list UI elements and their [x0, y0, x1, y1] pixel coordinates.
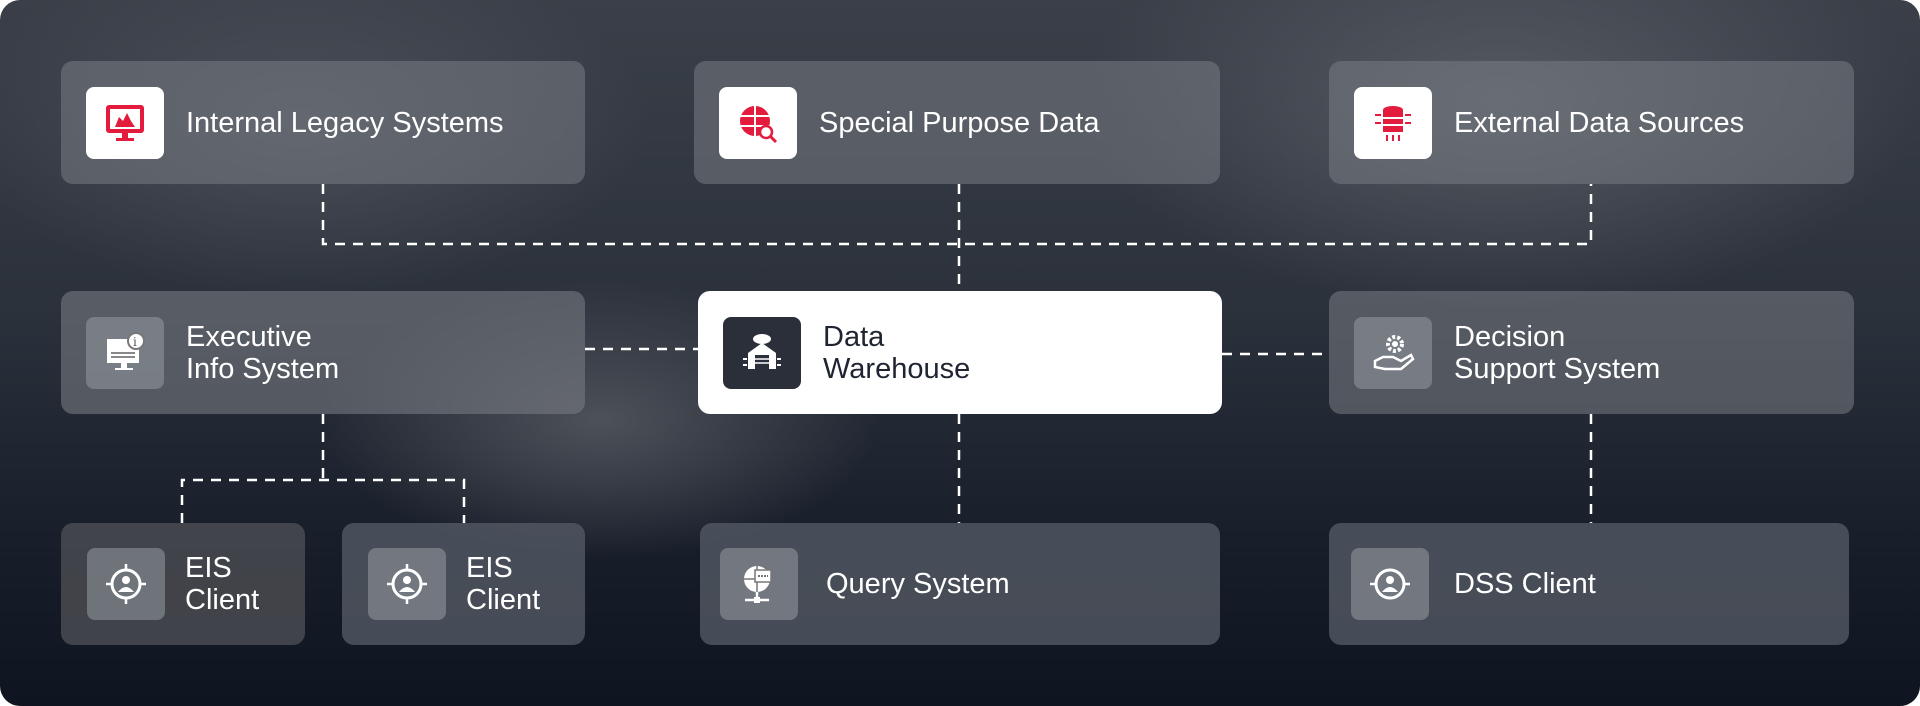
node-dss-client[interactable]: DSS Client — [1329, 523, 1849, 645]
label-line: Support System — [1454, 352, 1661, 385]
user-target-icon — [1351, 548, 1429, 620]
warehouse-cloud-icon — [723, 316, 801, 389]
label-line: Info System — [186, 352, 340, 385]
globe-search-icon — [719, 86, 797, 159]
label-line: EIS — [185, 552, 232, 584]
monitor-gear-icon — [86, 86, 164, 159]
label-line: Decision — [1454, 320, 1566, 353]
label-line: Executive — [186, 320, 312, 353]
node-label: Internal Legacy Systems — [186, 106, 504, 139]
node-label: Special Purpose Data — [819, 106, 1100, 139]
user-target-icon — [87, 548, 165, 620]
monitor-info-icon: i — [86, 316, 164, 389]
label-line: Warehouse — [823, 352, 971, 385]
label-line: EIS — [466, 552, 513, 584]
label-line: Client — [466, 584, 541, 616]
connector-sources — [321, 184, 1593, 291]
user-target-icon — [368, 548, 446, 620]
hand-gear-icon — [1354, 316, 1432, 389]
node-label: DSS Client — [1454, 568, 1596, 600]
database-network-icon — [1354, 86, 1432, 159]
svg-text:i: i — [133, 335, 137, 349]
label-line: Client — [185, 584, 260, 616]
node-internal-legacy-systems[interactable]: Internal Legacy Systems — [61, 61, 585, 184]
label-line: Data — [823, 320, 885, 353]
node-query-system[interactable]: Query System — [700, 523, 1220, 645]
node-label: External Data Sources — [1454, 106, 1745, 139]
node-label: Query System — [826, 568, 1010, 600]
node-external-data-sources[interactable]: External Data Sources — [1329, 61, 1854, 184]
globe-network-icon — [720, 548, 798, 620]
connector-eis-clients — [180, 414, 466, 523]
node-special-purpose-data[interactable]: Special Purpose Data — [694, 61, 1220, 184]
